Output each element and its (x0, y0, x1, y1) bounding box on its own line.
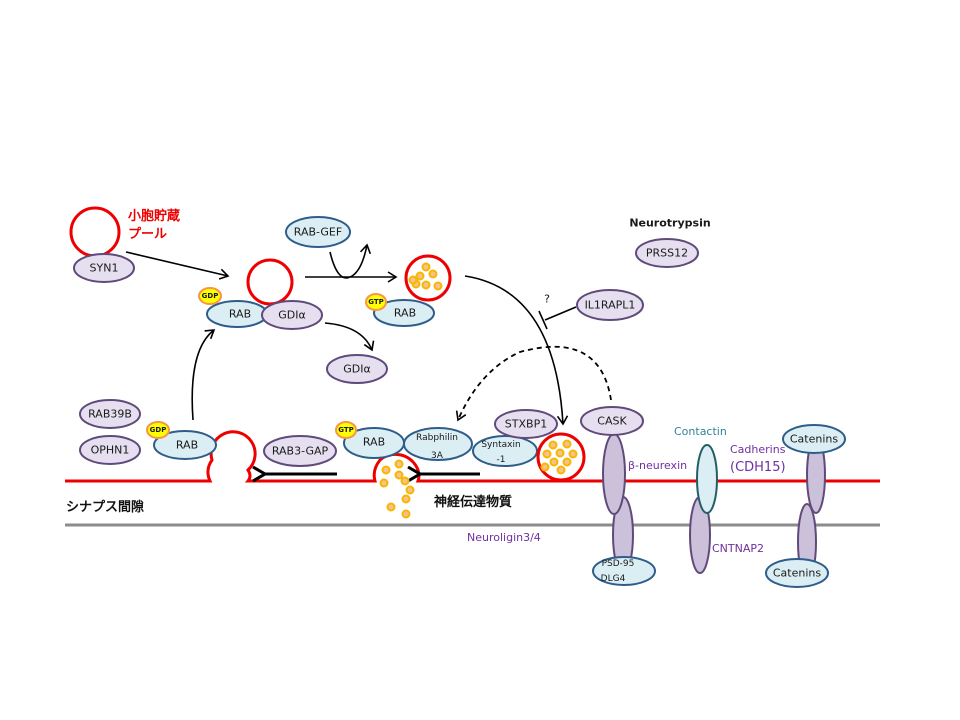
neurotrypsin-label: Neurotrypsin (629, 217, 710, 230)
gdp-badge-2 (146, 421, 170, 439)
prss12-protein (635, 238, 699, 268)
rab3-gap-protein (263, 435, 337, 467)
docking-vesicle (246, 258, 294, 306)
rab3-gap-label: RAB3-GAP (272, 445, 329, 458)
beta-neurexin-label: β-neurexin (628, 459, 687, 472)
beta-neurexin-protein (602, 433, 626, 515)
arrow-recycle-up (191, 329, 216, 421)
rab-gef-curve-arrow (329, 243, 372, 279)
inhibition-line (544, 306, 577, 321)
rab-gef-label: RAB-GEF (294, 226, 342, 239)
inhibition-bar (538, 310, 548, 330)
cntnap2-label: CNTNAP2 (712, 542, 764, 555)
vesicle-neurotransmitters-2 (540, 439, 578, 475)
cask-label: CASK (597, 415, 627, 428)
catenins-top-protein (782, 424, 846, 454)
arrow-syn1-to-complex (125, 251, 230, 280)
gdp-badge-1 (198, 287, 222, 305)
rab39b-protein (79, 399, 141, 429)
rabphilin-label-2: 3A (431, 451, 444, 461)
rabphilin-label-1: Rabphilin (416, 433, 458, 443)
gdp-label-2: GDP (150, 426, 167, 434)
syntaxin-label-1: Syntaxin (481, 440, 520, 450)
il1rapl1-label: IL1RAPL1 (585, 299, 636, 312)
cadherins-label-2: (CDH15) (730, 460, 786, 475)
syn1-protein (73, 253, 135, 283)
syn1-label: SYN1 (90, 262, 119, 275)
syntaxin-1-protein (472, 435, 538, 467)
ophn1-protein (79, 435, 141, 465)
rab-gdp-membrane-protein (153, 430, 217, 460)
rab-label-4: RAB (363, 436, 385, 449)
reserve-pool-label-2: プール (128, 227, 167, 242)
gdi-alpha-label-1: GDIα (278, 309, 306, 322)
gtp-label-1: GTP (368, 298, 384, 306)
rab39b-label: RAB39B (88, 408, 132, 421)
rab-gef-protein (285, 216, 351, 248)
contactin-label: Contactin (674, 425, 727, 438)
stxbp1-label: STXBP1 (505, 418, 547, 431)
gtp-badge-1 (365, 293, 387, 311)
rab-gtp-protein (373, 299, 435, 327)
catenins-top-label: Catenins (790, 433, 839, 446)
rab-label-2: RAB (394, 307, 416, 320)
synaptic-cleft-label: シナプス間隙 (66, 499, 144, 515)
reserve-pool-vesicle (69, 206, 121, 258)
gdp-label-1: GDP (202, 292, 219, 300)
question-mark: ? (544, 293, 550, 306)
gdi-alpha-free-protein (326, 354, 388, 384)
rab-label-1: RAB (229, 308, 251, 321)
neurotransmitter-label: 神経伝達物質 (434, 494, 512, 510)
psd95-protein (592, 556, 656, 586)
syntaxin-label-2: -1 (497, 455, 506, 465)
gdi-release-arrow (324, 322, 375, 352)
prss12-label: PRSS12 (646, 247, 688, 260)
rab-label-3: RAB (176, 439, 198, 452)
cask-dashed-arrow (455, 345, 612, 422)
released-neurotransmitters (379, 459, 415, 519)
vesicle-neurotransmitters-1 (408, 262, 443, 291)
gtp-label-2: GTP (338, 426, 354, 434)
contactin-protein (696, 444, 718, 514)
reserve-pool-label-1: 小胞貯蔵 (128, 208, 180, 224)
stxbp1-protein (494, 409, 558, 439)
arrow-to-docking (464, 275, 569, 426)
psd95-label-1: PSD-95 (602, 559, 635, 569)
catenins-bottom-label: Catenins (773, 567, 822, 580)
catenins-bottom-protein (765, 558, 829, 588)
cadherins-label-1: Cadherins (730, 443, 786, 456)
neuroligin-label: Neuroligin3/4 (467, 531, 541, 544)
gtp-badge-2 (335, 421, 357, 439)
il1rapl1-protein (576, 289, 644, 321)
cask-protein (580, 406, 644, 436)
rabphilin-3a-protein (403, 427, 473, 461)
ophn1-label: OPHN1 (91, 444, 130, 457)
gdi-alpha-protein (261, 300, 323, 330)
gdi-alpha-label-2: GDIα (343, 363, 371, 376)
psd95-label-2: DLG4 (601, 574, 626, 584)
